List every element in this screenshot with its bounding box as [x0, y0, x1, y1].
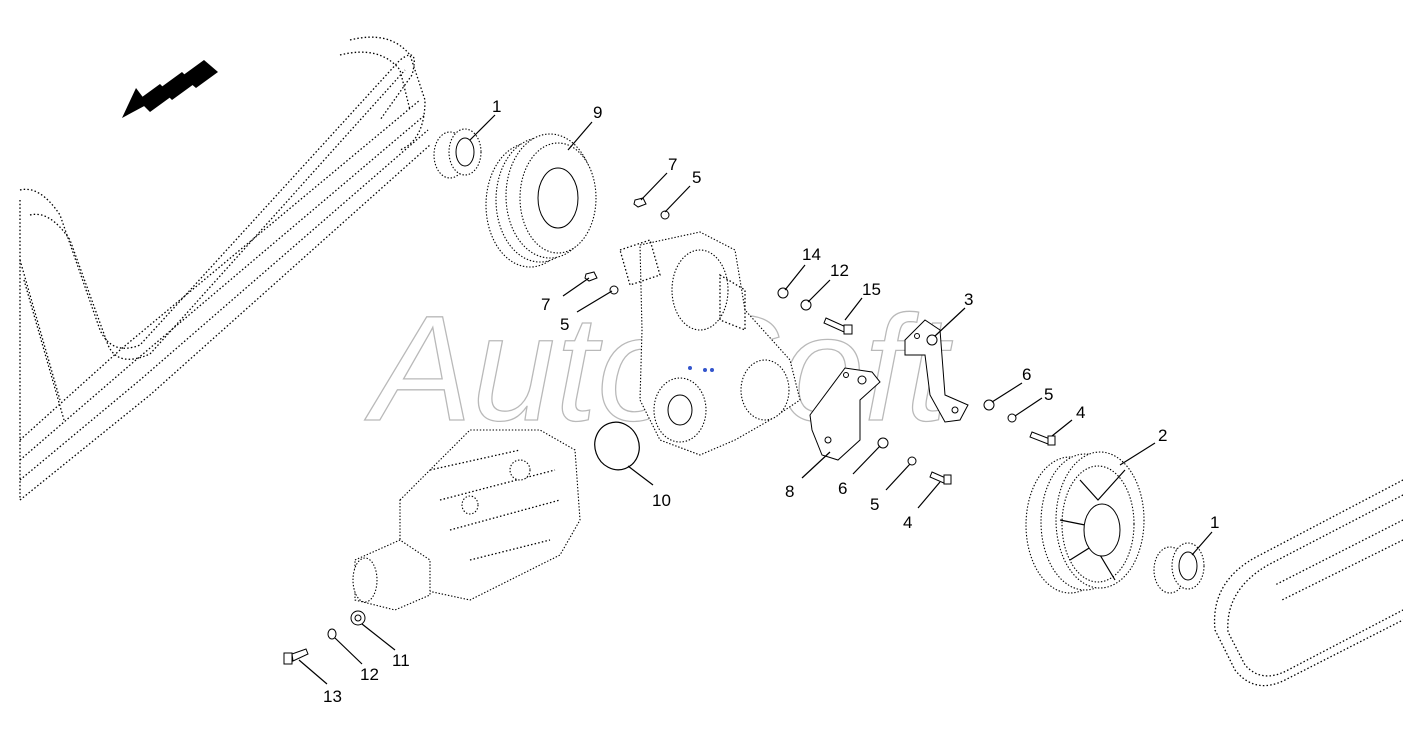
callout-14: 14 — [802, 245, 821, 264]
bolt-13 — [283, 648, 309, 665]
taper-bushing-upper — [433, 128, 482, 179]
o-ring — [594, 421, 640, 471]
pulley-lower — [1025, 451, 1145, 594]
callout-3: 3 — [964, 290, 973, 309]
washer-5a — [660, 210, 670, 220]
direction-arrow-icon — [122, 60, 218, 118]
bolt-4a — [1029, 431, 1056, 446]
taper-bushing-lower — [1153, 542, 1205, 594]
leader-lines — [298, 114, 1213, 685]
callout-5-mid: 5 — [560, 315, 569, 334]
callout-1-upper: 1 — [492, 97, 501, 116]
callout-15: 15 — [862, 280, 881, 299]
callout-1-lower: 1 — [1210, 513, 1219, 532]
nut-11 — [350, 610, 366, 626]
callout-8: 8 — [785, 482, 794, 501]
washer-14 — [777, 287, 789, 299]
callout-10: 10 — [652, 491, 671, 510]
washer-12a — [800, 299, 812, 311]
callouts: 1 9 7 5 7 5 14 12 15 3 6 5 4 2 1 8 6 5 4… — [323, 97, 1219, 706]
callout-7-upper: 7 — [668, 155, 677, 174]
mounting-bracket-3 — [904, 319, 969, 423]
washer-5c — [1007, 413, 1017, 423]
callout-6-lower: 6 — [838, 479, 847, 498]
drive-belt-left — [19, 36, 431, 501]
callout-9: 9 — [593, 103, 602, 122]
washer-5d — [907, 456, 917, 466]
callout-4-right: 4 — [1076, 403, 1085, 422]
drive-belt-right — [1213, 479, 1403, 687]
callout-11: 11 — [392, 651, 410, 670]
gearbox-housing — [619, 231, 801, 456]
washer-5b — [609, 285, 619, 295]
callout-5-right: 5 — [1044, 385, 1053, 404]
hydraulic-pump — [352, 429, 581, 611]
bolt-15 — [823, 317, 853, 335]
mounting-bracket-8 — [809, 367, 881, 461]
callout-12-lower: 12 — [360, 665, 379, 684]
nut-7a — [633, 197, 647, 208]
callout-4-lower: 4 — [903, 513, 912, 532]
callout-5-upper: 5 — [692, 168, 701, 187]
washer-12b — [327, 628, 337, 640]
callout-5-lower: 5 — [870, 495, 879, 514]
callout-6-right: 6 — [1022, 365, 1031, 384]
washer-6b — [877, 437, 889, 449]
callout-12-upper: 12 — [830, 261, 849, 280]
bolt-4b — [929, 471, 952, 485]
callout-2: 2 — [1158, 426, 1167, 445]
washer-6a — [983, 399, 995, 411]
pulley-upper — [485, 133, 597, 268]
callout-7-mid: 7 — [541, 295, 550, 314]
callout-13: 13 — [323, 687, 342, 706]
